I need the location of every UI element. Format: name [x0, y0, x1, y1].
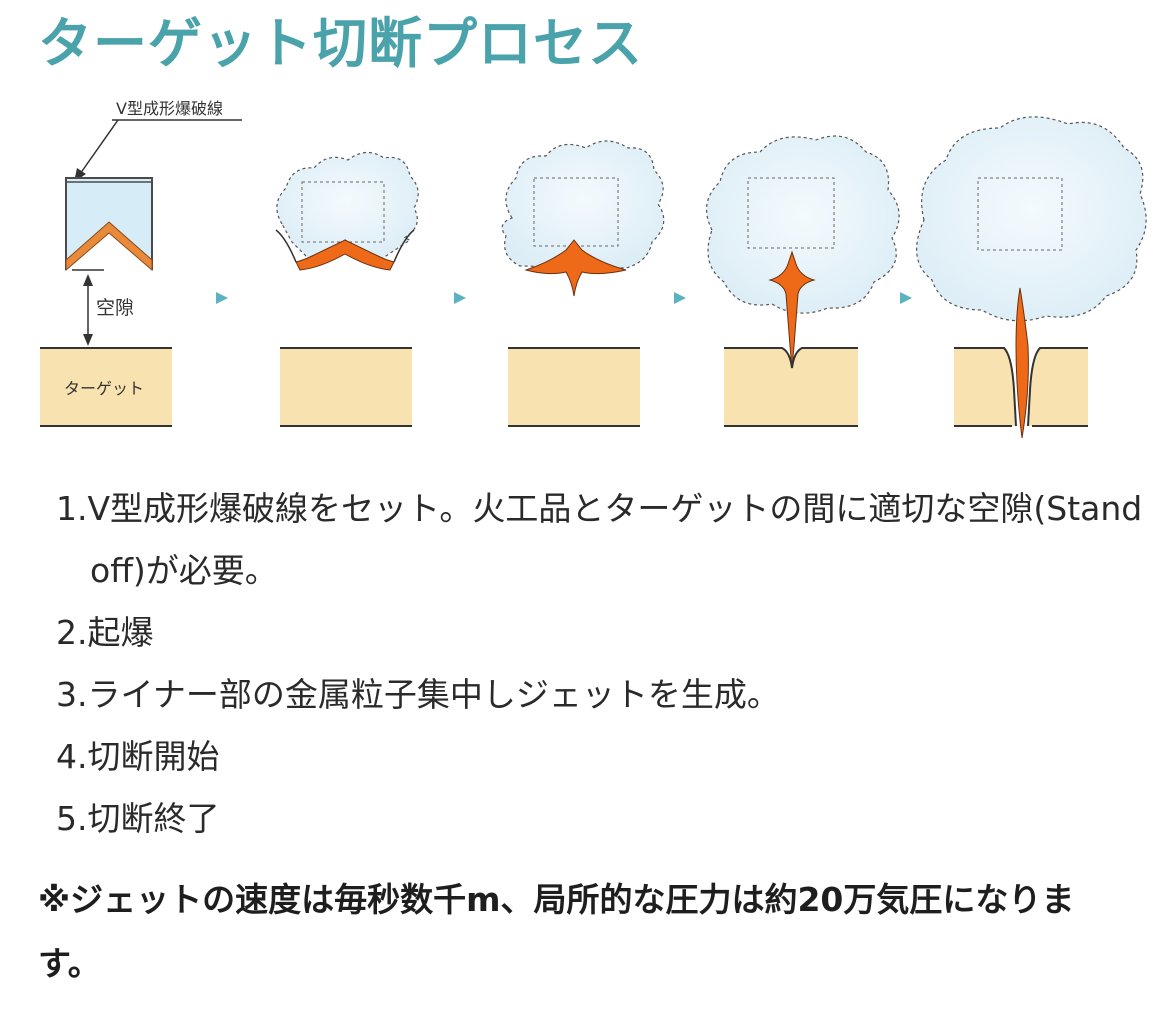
- pressure-note: ※ジェットの速度は毎秒数千m、局所的な圧力は約20万気圧になります。: [38, 880, 1075, 983]
- jet-stream: [768, 250, 816, 369]
- v-liner: [65, 221, 153, 272]
- stage-arrow-2: [454, 292, 466, 304]
- stage-5: [916, 116, 1147, 439]
- target-block: [40, 348, 172, 426]
- charge-label-leader: [79, 119, 119, 175]
- target-block-notched: [724, 348, 858, 426]
- explosion-cloud: [705, 135, 900, 314]
- charge-ghost: [747, 177, 835, 249]
- target-label: ターゲット: [64, 379, 144, 398]
- shock-edge-right: [393, 229, 415, 263]
- target-half-left: [954, 348, 1016, 426]
- charge-ghost: [977, 177, 1063, 251]
- gap-arrow-down: [83, 334, 93, 346]
- target-block: [280, 348, 412, 426]
- step-item-2: 2.起爆: [56, 613, 154, 652]
- jet-forming: [524, 239, 627, 297]
- stage-1: V型成形爆破線 空隙 ターゲット: [40, 99, 242, 427]
- step-item-4: 4.切断開始: [56, 737, 220, 776]
- jet-stream: [1015, 287, 1029, 439]
- stage-arrow-3: [674, 292, 686, 304]
- stage-3: [501, 140, 665, 427]
- step-item-3: 3.ライナー部の金属粒子集中しジェットを生成。: [56, 675, 780, 714]
- target-cutting-diagram: V型成形爆破線 空隙 ターゲット: [40, 99, 1147, 439]
- cut-edge-right: [1027, 347, 1088, 427]
- cut-edge-left: [954, 347, 1017, 427]
- target-top-edge-notched: [724, 347, 858, 369]
- step-item-1: 1.V型成形爆破線をセット。火工品とターゲットの間に適切な空隙(Stand of…: [56, 489, 1143, 590]
- target-block: [508, 348, 640, 426]
- explosion-cloud: [916, 116, 1147, 322]
- shock-edge-left: [275, 229, 297, 263]
- gap-label: 空隙: [96, 297, 134, 319]
- stage-arrow-4: [900, 292, 912, 304]
- stage-arrow-1: [216, 292, 228, 304]
- explosion-cloud: [276, 151, 419, 261]
- target-half-right: [1028, 348, 1088, 426]
- page-title: ターゲット切断プロセス: [38, 12, 643, 75]
- step-item-5: 5.切断終了: [56, 799, 220, 838]
- stage-4: [705, 135, 900, 427]
- step-list: 1.V型成形爆破線をセット。火工品とターゲットの間に適切な空隙(Stand of…: [56, 478, 1150, 850]
- charge-label: V型成形爆破線: [116, 99, 223, 118]
- stage-2: [275, 151, 419, 427]
- gap-arrow-up: [83, 274, 93, 286]
- explosion-cloud: [501, 140, 665, 269]
